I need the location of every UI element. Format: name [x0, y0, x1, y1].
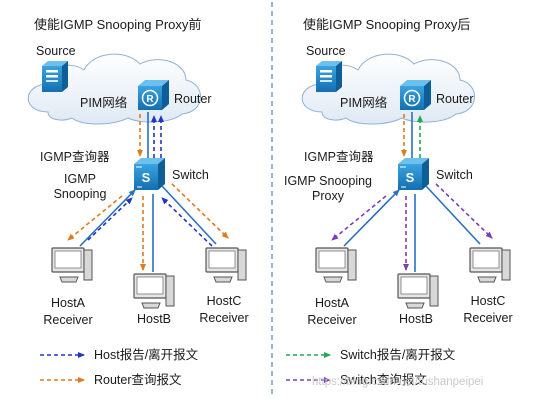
hostA-label: HostA — [314, 296, 350, 310]
watermark: https://blog.csdn.net/tushanpeipei — [312, 376, 484, 388]
switch-label: Switch — [172, 168, 209, 182]
switch-icon: S — [134, 158, 165, 190]
left-panel-title: 使能IGMP Snooping Proxy前 — [34, 17, 202, 32]
router-query-hostA — [67, 195, 123, 241]
legend-switch-query-label: Switch查询报文 — [340, 373, 427, 387]
switch-label: Switch — [436, 168, 473, 182]
legend-host-report-label: Host报告/离开报文 — [94, 348, 199, 362]
pc-icon — [205, 247, 247, 283]
pc-icon — [469, 247, 511, 283]
router-icon: R — [400, 80, 431, 110]
link-switch-hostC — [425, 185, 481, 245]
igmp-querier-label: IGMP查询器 — [304, 150, 374, 164]
server-icon — [42, 61, 68, 92]
source-label: Source — [306, 44, 346, 58]
router-label: Router — [436, 92, 474, 106]
svg-text:R: R — [408, 94, 416, 105]
hostB-label: HostB — [398, 312, 434, 326]
legend-router-query-label: Router查询报文 — [94, 373, 182, 387]
igmp-snooping-label-2: Snooping — [53, 187, 107, 201]
switch-query-hostC — [435, 183, 493, 239]
hostC-receiver-label: Receiver — [199, 311, 249, 325]
igmp-snooping-proxy-label-1: IGMP Snooping — [283, 174, 373, 188]
link-switch-hostC — [161, 185, 217, 245]
igmp-snooping-proxy-label-2: Proxy — [312, 189, 344, 203]
switch-query-hostA — [331, 195, 387, 241]
hostC-receiver-label: Receiver — [463, 311, 513, 325]
svg-text:S: S — [406, 170, 415, 185]
router-query-hostC — [171, 183, 229, 239]
server-icon — [316, 61, 342, 92]
pim-network-label: PIM网络 — [80, 96, 128, 110]
pim-network-label: PIM网络 — [340, 96, 388, 110]
hostB-label: HostB — [136, 312, 172, 326]
link-switch-hostA — [343, 189, 400, 247]
hostC-label: HostC — [470, 294, 506, 308]
pc-icon — [397, 273, 439, 309]
left-panel: R S — [27, 53, 247, 309]
host-report-hostA — [87, 197, 133, 241]
pc-icon — [51, 247, 93, 283]
pc-icon — [315, 247, 357, 283]
source-label: Source — [36, 44, 76, 58]
svg-text:R: R — [146, 94, 154, 105]
pc-icon — [133, 273, 175, 309]
legend-switch-report-label: Switch报告/离开报文 — [340, 348, 456, 362]
hostA-receiver-label: Receiver — [307, 313, 357, 327]
hostA-receiver-label: Receiver — [43, 313, 93, 327]
host-report-hostC — [161, 197, 213, 247]
right-panel: R S — [301, 53, 511, 309]
hostC-label: HostC — [206, 294, 242, 308]
switch-icon: S — [398, 158, 429, 190]
router-icon: R — [138, 80, 169, 110]
igmp-snooping-label-1: IGMP — [64, 172, 96, 186]
hostA-label: HostA — [50, 296, 86, 310]
router-label: Router — [174, 92, 212, 106]
right-panel-title: 使能IGMP Snooping Proxy后 — [303, 17, 471, 32]
igmp-querier-label: IGMP查询器 — [40, 150, 110, 164]
svg-text:S: S — [142, 170, 151, 185]
